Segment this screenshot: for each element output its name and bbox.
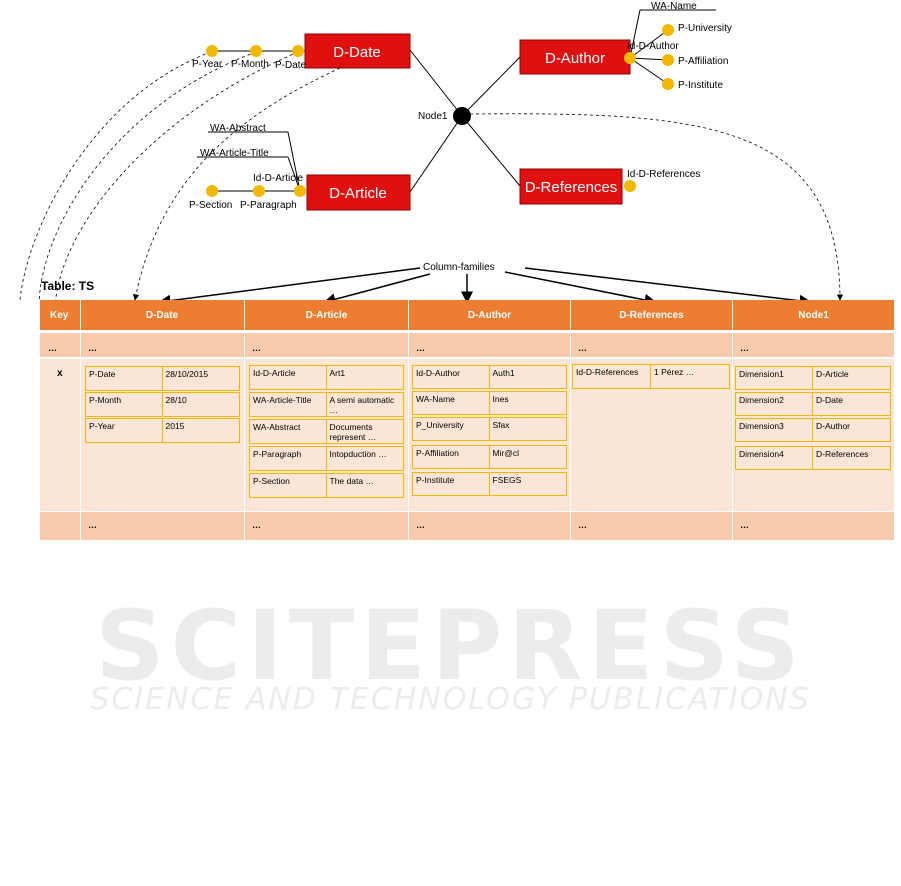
column-families-label: Column-families	[423, 262, 495, 273]
star-schema-diagram: Node1 D-Date D-Author D-Article D-Refere…	[19, 1, 844, 300]
ellipsis: …	[416, 520, 425, 530]
attr-p-year: P-Year	[192, 59, 223, 70]
ellipsis: …	[252, 343, 261, 353]
row-band-top	[40, 333, 894, 357]
ellipsis: …	[252, 520, 261, 530]
header-node1: Node1	[733, 300, 894, 330]
ellipsis: …	[578, 520, 587, 530]
attr-p-date: P-Date	[275, 60, 307, 71]
table-ts: Key D-Date D-Article D-Author D-Referenc…	[40, 300, 894, 540]
attr-p-affiliation: P-Affiliation	[678, 56, 728, 67]
attr-p-university: P-University	[678, 23, 732, 34]
ellipsis: …	[578, 343, 587, 353]
ellipsis: …	[740, 343, 749, 353]
table-title: Table: TS	[41, 279, 95, 293]
ellipsis: …	[88, 343, 97, 353]
dimension-article: D-Article	[306, 174, 411, 211]
dimension-date-label: D-Date	[333, 44, 381, 61]
dimension-date: D-Date	[304, 33, 411, 69]
attribute-dots	[206, 24, 674, 197]
attr-p-month: P-Month	[231, 59, 269, 70]
attr-p-institute: P-Institute	[678, 80, 723, 91]
node1-circle	[453, 107, 471, 125]
ellipsis: …	[416, 343, 425, 353]
node1-label: Node1	[418, 111, 448, 122]
ellipsis: …	[48, 343, 57, 353]
header-d-author: D-Author	[409, 300, 570, 330]
dimension-references-label: D-References	[525, 179, 618, 196]
attr-wa-abstract: WA-Abstract	[210, 123, 266, 134]
attr-wa-name: WA-Name	[651, 1, 697, 12]
ellipsis: …	[740, 520, 749, 530]
header-d-article: D-Article	[245, 300, 408, 330]
dimension-references: D-References	[519, 168, 623, 205]
header-key: Key	[40, 300, 80, 330]
attr-id-d-author: Id-D-Author	[627, 41, 679, 52]
attr-id-d-article: Id-D-Article	[253, 173, 303, 184]
dimension-author: D-Author	[519, 39, 631, 75]
watermark-subtitle: SCIENCE AND TECHNOLOGY PUBLICATIONS	[90, 682, 811, 717]
dimension-author-label: D-Author	[545, 50, 605, 67]
node-links	[409, 49, 521, 193]
attr-id-d-references: Id-D-References	[627, 169, 700, 180]
attr-wa-article-title: WA-Article-Title	[200, 148, 269, 159]
watermark-title: SCITEPRESS	[95, 590, 806, 702]
dimension-article-label: D-Article	[329, 185, 387, 202]
header-d-references: D-References	[571, 300, 732, 330]
row-key: x	[57, 368, 63, 379]
attr-p-section: P-Section	[189, 200, 232, 211]
row-band-bottom	[40, 512, 894, 540]
header-d-date: D-Date	[80, 300, 244, 330]
attr-p-paragraph: P-Paragraph	[240, 200, 297, 211]
ellipsis: …	[88, 520, 97, 530]
